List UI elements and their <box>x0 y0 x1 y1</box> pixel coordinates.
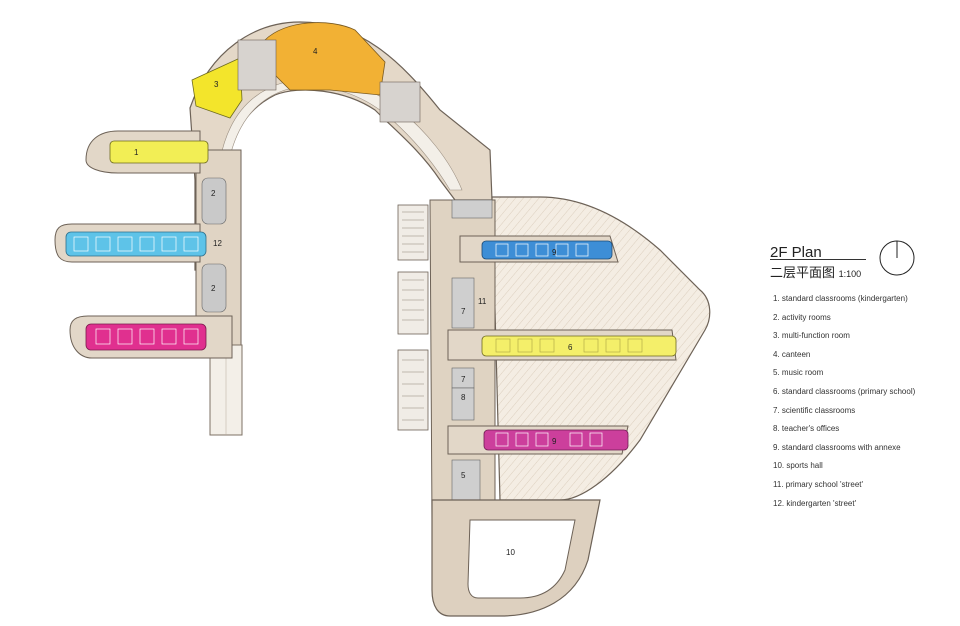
legend-item: 10. sports hall <box>773 461 823 471</box>
teachers-office <box>451 387 475 421</box>
legend-item: 6. standard classrooms (primary school) <box>773 386 916 396</box>
north-arrow-icon <box>879 240 915 276</box>
room-label-7b: 7 <box>461 375 466 384</box>
room-label-10: 10 <box>506 548 515 557</box>
activity-room <box>201 177 227 225</box>
room-label-5: 5 <box>461 471 466 480</box>
music-room <box>451 459 481 501</box>
legend-item: 1. standard classrooms (kindergarten) <box>773 294 908 303</box>
classroom-furniture <box>95 328 199 345</box>
legend-list: 1. standard classrooms (kindergarten) 2.… <box>773 290 915 513</box>
stair-block <box>397 204 429 261</box>
room-label-2a: 2 <box>211 189 216 198</box>
plan-subtitle: 二层平面图 1:100 <box>770 262 861 281</box>
legend-item: 12. kindergarten 'street' <box>773 498 857 508</box>
room-label-8: 8 <box>461 393 466 402</box>
classroom-block-cyan <box>65 231 207 257</box>
scientific-classroom <box>451 277 475 329</box>
classroom-furniture <box>495 338 643 353</box>
classroom-furniture <box>495 243 589 257</box>
classroom-block-primary <box>481 335 677 357</box>
plan-scale: 1:100 <box>838 269 862 279</box>
stair-treads <box>402 211 424 421</box>
legend-item: 2. activity rooms <box>773 312 831 322</box>
title-divider <box>770 259 866 260</box>
canteen-zone <box>264 22 386 96</box>
room-label-9b: 9 <box>552 437 557 446</box>
plan-subtitle-chinese: 二层平面图 <box>770 265 836 280</box>
plan-title: 2F Plan <box>770 244 822 261</box>
stair-block <box>397 349 429 431</box>
room-label-3: 3 <box>214 80 219 89</box>
legend-item: 7. scientific classrooms <box>773 405 856 415</box>
room-label-9a: 9 <box>552 248 557 257</box>
core-block <box>379 81 421 123</box>
legend-item: 8. teacher's offices <box>773 424 840 434</box>
room-label-4: 4 <box>313 47 318 56</box>
room-label-1: 1 <box>134 148 139 157</box>
room-label-2b: 2 <box>211 284 216 293</box>
classroom-block-kindergarten <box>109 140 209 164</box>
activity-room <box>201 263 227 313</box>
room-label-7a: 7 <box>461 307 466 316</box>
legend-item: 4. canteen <box>773 349 811 359</box>
legend-item: 11. primary school 'street' <box>773 479 864 489</box>
classroom-block-magenta <box>85 323 207 351</box>
room-label-11: 11 <box>478 297 487 306</box>
classroom-furniture <box>495 432 603 447</box>
classroom-furniture <box>73 236 199 252</box>
sports-hall <box>467 519 576 599</box>
core-block <box>451 199 493 219</box>
legend-item: 5. music room <box>773 368 824 378</box>
room-label-6: 6 <box>568 343 573 352</box>
multi-function-room <box>191 57 243 119</box>
core-block <box>237 39 277 91</box>
stair-block <box>397 271 429 335</box>
legend-item: 3. multi-function room <box>773 331 850 341</box>
legend-item: 9. standard classrooms with annexe <box>773 442 901 452</box>
classroom-block-annexe <box>483 429 629 451</box>
classroom-block-blue <box>481 240 613 260</box>
room-label-12: 12 <box>213 239 222 248</box>
